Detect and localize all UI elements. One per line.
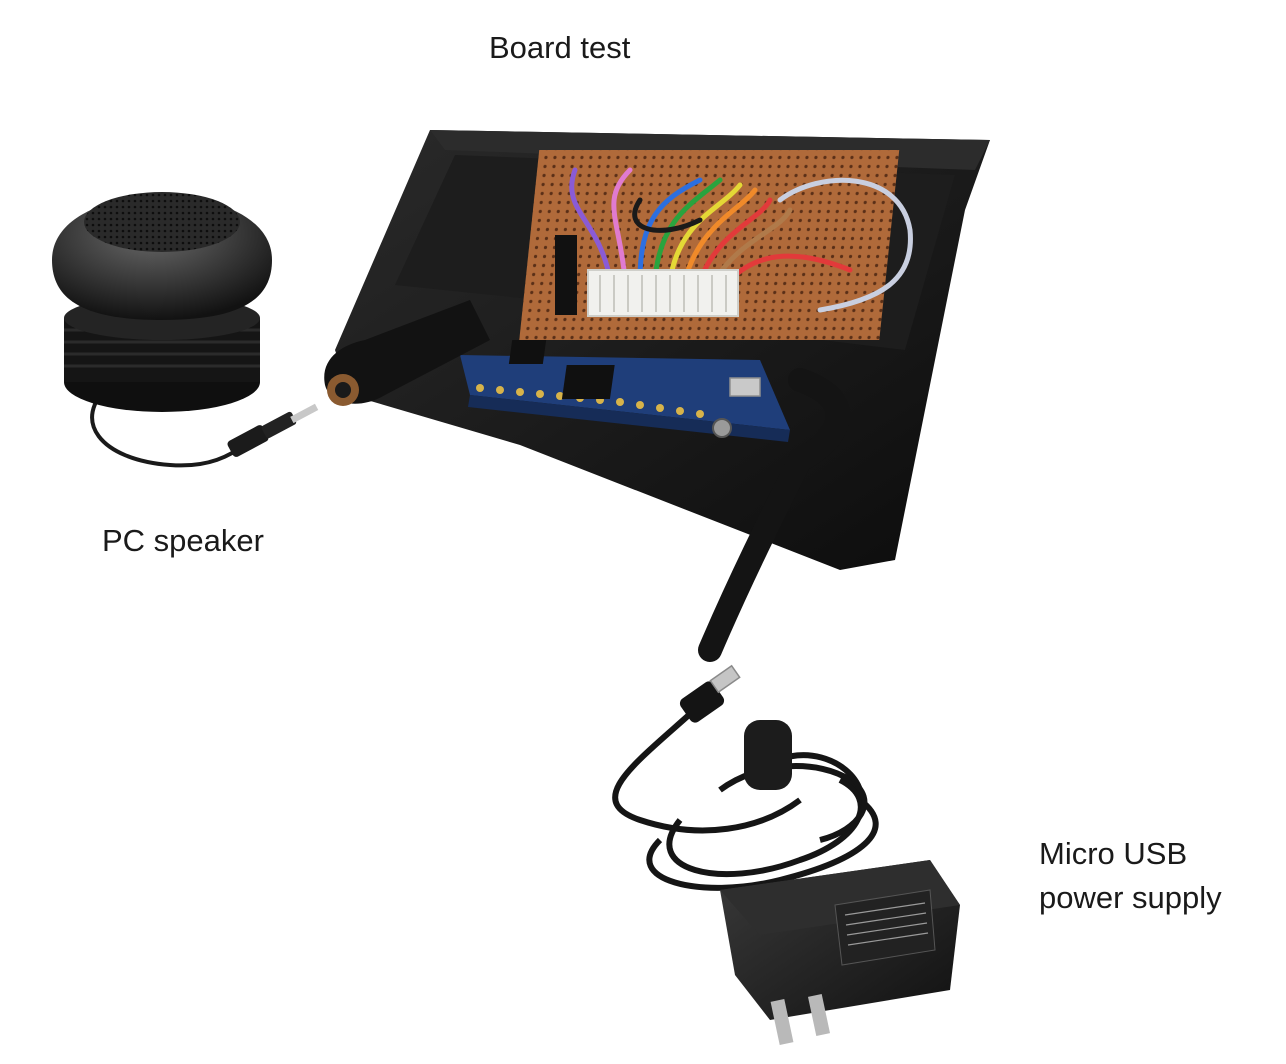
board-usb-cable xyxy=(698,368,850,662)
speaker-grille xyxy=(84,192,240,252)
jumper-wires xyxy=(569,167,913,313)
board-test-enclosure xyxy=(324,130,990,662)
plug-prong xyxy=(770,999,794,1045)
power-supply-label: Micro USB power supply xyxy=(1039,832,1222,920)
mcu-chip xyxy=(561,365,615,399)
micro-usb-power-supply xyxy=(612,664,960,1045)
pc-speaker-label: PC speaker xyxy=(102,523,264,558)
micro-usb-plug xyxy=(679,664,741,723)
power-supply-label-line1: Micro USB xyxy=(1039,836,1188,871)
speaker-cable xyxy=(90,383,247,468)
speaker-jack-plug xyxy=(227,403,319,457)
microcontroller-board xyxy=(460,355,790,430)
power-supply-label-line2: power supply xyxy=(1039,880,1222,915)
board-test-label: Board test xyxy=(489,30,631,65)
plug-prong xyxy=(807,993,831,1037)
usb-port xyxy=(729,377,761,397)
header-connector xyxy=(587,269,739,317)
pc-speaker xyxy=(52,192,319,468)
audio-jack xyxy=(324,300,490,404)
